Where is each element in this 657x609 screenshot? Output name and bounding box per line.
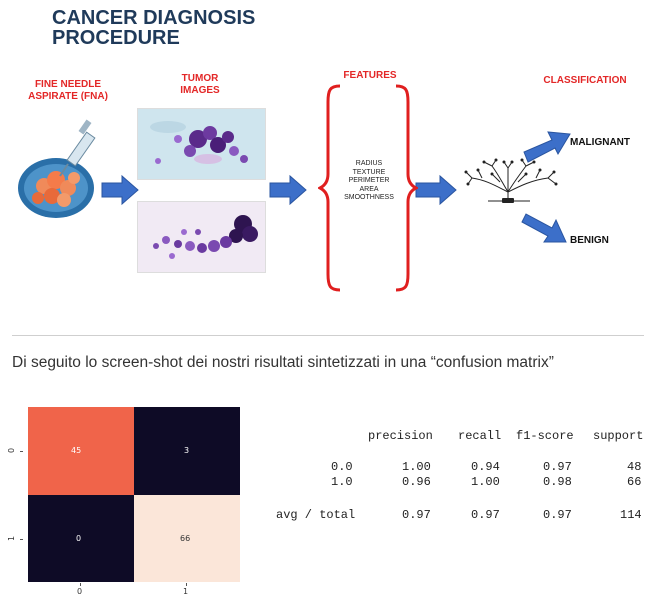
x-tick-0: 0	[77, 587, 83, 596]
row-1-support: 66	[627, 475, 642, 489]
syringe-cell-cluster-icon	[18, 119, 96, 218]
arrow-features-to-tree	[415, 174, 457, 206]
row-avg-precision: 0.97	[402, 508, 431, 522]
row-0-precision: 1.00	[402, 460, 431, 474]
section-divider	[12, 335, 644, 336]
feature-perimeter: PERIMETER	[348, 177, 390, 184]
row-label-avg: avg / total	[276, 508, 356, 522]
header-f1-score: f1-score	[516, 429, 574, 443]
title-line-1: CANCER DIAGNOSIS	[52, 7, 256, 29]
matrix-cell-0-0: 45	[28, 407, 134, 495]
tumor-line-1: TUMOR	[181, 73, 219, 84]
tumor-image-bottom	[137, 201, 266, 273]
classification-report: precision recall f1-score support 0.0 1.…	[265, 425, 650, 535]
header-precision: precision	[368, 429, 433, 443]
confusion-matrix: 45 3 0 66	[28, 407, 240, 582]
header-recall: recall	[458, 429, 502, 443]
arrow-to-malignant	[523, 131, 571, 163]
feature-area: AREA	[359, 185, 379, 193]
feature-texture: TEXTURE	[352, 168, 386, 176]
x-tick-1: 1	[183, 587, 189, 596]
matrix-cell-0-1: 3	[134, 407, 240, 495]
feature-smoothness: SMOOTHNESS	[344, 194, 394, 201]
matrix-cell-value: 66	[180, 534, 191, 543]
row-1-f1: 0.98	[543, 475, 572, 489]
fna-line-1: FINE NEEDLE	[34, 79, 102, 90]
step-label-features: FEATURES	[343, 70, 397, 81]
features-braces	[318, 84, 418, 292]
tumor-image-top	[137, 108, 266, 180]
class-label-benign: BENIGN	[570, 235, 609, 246]
arrow-to-benign	[521, 213, 567, 243]
arrow-fna-to-images	[101, 174, 139, 206]
row-0-recall: 0.94	[471, 460, 500, 474]
decision-tree-icon	[464, 158, 558, 203]
matrix-cell-value: 45	[71, 446, 82, 455]
step-label-fna: FINE NEEDLE ASPIRATE (FNA)	[18, 79, 118, 103]
step-label-classification: CLASSIFICATION	[543, 75, 627, 86]
header-support: support	[593, 429, 644, 443]
y-tick-1: 1	[7, 535, 17, 542]
row-label-0: 0.0	[331, 460, 353, 474]
y-tick-0: 0	[7, 447, 17, 454]
results-caption: Di seguito lo screen-shot dei nostri ris…	[12, 354, 554, 371]
tumor-line-2: IMAGES	[180, 85, 220, 96]
arrow-images-to-features	[269, 174, 307, 206]
row-0-support: 48	[627, 460, 642, 474]
y-tick-mark-0	[20, 451, 23, 452]
row-label-1: 1.0	[331, 475, 353, 489]
x-tick-mark-0	[80, 583, 81, 586]
matrix-cell-1-0: 0	[28, 495, 134, 582]
row-avg-f1: 0.97	[543, 508, 572, 522]
matrix-cell-1-1: 66	[134, 495, 240, 582]
row-avg-support: 114	[620, 508, 642, 522]
step-label-tumor-images: TUMOR IMAGES	[165, 73, 235, 97]
feature-radius: RADIUS	[355, 160, 383, 167]
row-1-precision: 0.96	[402, 475, 431, 489]
matrix-cell-value: 3	[184, 446, 190, 455]
class-label-malignant: MALIGNANT	[570, 137, 630, 148]
title-line-2: PROCEDURE	[52, 27, 180, 49]
y-tick-mark-1	[20, 539, 23, 540]
feature-list: RADIUS TEXTURE PERIMETER AREA SMOOTHNESS	[328, 160, 410, 203]
x-tick-mark-1	[186, 583, 187, 586]
matrix-cell-value: 0	[76, 534, 82, 543]
diagram-title: CANCER DIAGNOSIS PROCEDURE	[52, 8, 312, 48]
row-avg-recall: 0.97	[471, 508, 500, 522]
fna-line-2: ASPIRATE (FNA)	[28, 91, 108, 102]
row-0-f1: 0.97	[543, 460, 572, 474]
row-1-recall: 1.00	[471, 475, 500, 489]
